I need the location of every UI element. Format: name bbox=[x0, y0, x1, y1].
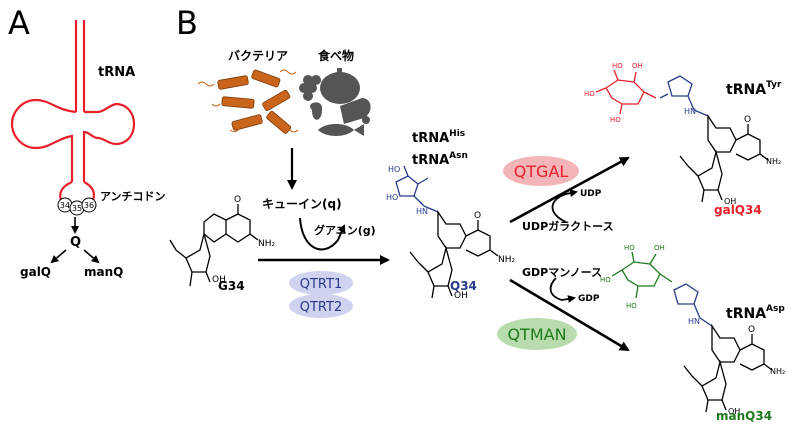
qtman-badge bbox=[497, 318, 577, 350]
man-ho-1: HO bbox=[624, 244, 635, 252]
galq34-label: galQ34 bbox=[714, 203, 762, 217]
galq34-structure bbox=[595, 69, 769, 203]
anticodon-circles: 34 35 36 bbox=[57, 197, 97, 216]
man-nh2: NH₂ bbox=[770, 367, 785, 376]
trna-asp-label: tRNAAsp bbox=[726, 304, 785, 322]
galq-label: galQ bbox=[20, 265, 51, 279]
g34-oxygen: O bbox=[234, 195, 241, 205]
anticodon-label: アンチコドン bbox=[100, 190, 166, 203]
guanine-label: グアニン(g) bbox=[314, 223, 376, 237]
queuine-exchange-curve bbox=[299, 217, 346, 251]
g34-nh2: NH₂ bbox=[258, 239, 276, 249]
man-ho-2: HO bbox=[600, 276, 611, 284]
udp-gal-curve bbox=[551, 189, 578, 223]
trna-cloverleaf bbox=[10, 20, 136, 206]
q34-ho-1: HO bbox=[388, 165, 400, 174]
gal-oxygen: O bbox=[744, 115, 751, 125]
g34-label: G34 bbox=[218, 279, 245, 293]
qtrt1-badge bbox=[289, 271, 353, 295]
qtgal-badge bbox=[503, 156, 579, 186]
arrow-to-manq bbox=[83, 249, 100, 264]
trna-his-label: tRNAHis bbox=[412, 129, 465, 146]
bacteria-label: バクテリア bbox=[228, 49, 288, 63]
queuine-label: キューイン(q) bbox=[262, 197, 342, 211]
manq34-label: manQ34 bbox=[716, 409, 772, 423]
q34-structure bbox=[395, 165, 499, 299]
gal-hn: HN bbox=[684, 107, 696, 116]
udp-galactose-label: UDPガラクトース bbox=[522, 219, 614, 233]
man-ho-3: HO bbox=[626, 302, 637, 310]
food-label: 食べ物 bbox=[317, 48, 354, 63]
q34-nh2: NH₂ bbox=[498, 255, 516, 265]
gdp-man-curve bbox=[549, 277, 576, 303]
g34-structure bbox=[169, 204, 259, 287]
trna-tyr-label: tRNATyr bbox=[726, 80, 782, 98]
trna-label: tRNA bbox=[98, 65, 135, 80]
udp-label: UDP bbox=[580, 189, 602, 199]
arrow-to-manq34 bbox=[509, 278, 630, 352]
arrow-to-galq bbox=[50, 249, 67, 264]
qtrt2-label: QTRT2 bbox=[300, 300, 342, 315]
bacteria-flagella bbox=[197, 69, 299, 133]
position-35: 35 bbox=[72, 204, 82, 213]
man-oh: OH bbox=[654, 244, 665, 252]
qtgal-label: QTGAL bbox=[514, 162, 569, 181]
position-34: 34 bbox=[60, 201, 70, 210]
gal-ho-3: HO bbox=[610, 116, 621, 124]
food-icon bbox=[299, 68, 371, 136]
q34-oxygen: O bbox=[474, 211, 481, 221]
panel-label-b: B bbox=[176, 4, 198, 42]
qtman-label: QTMAN bbox=[507, 325, 566, 344]
gal-oh: OH bbox=[632, 62, 643, 70]
qtrt2-badge bbox=[289, 294, 353, 318]
q34-label: Q34 bbox=[450, 279, 477, 293]
man-hn: HN bbox=[688, 317, 700, 326]
gdp-label: GDP bbox=[578, 294, 600, 304]
gdp-mannose-label: GDPマンノース bbox=[522, 266, 602, 279]
q-label: Q bbox=[70, 235, 81, 250]
q34-ho-2: HO bbox=[386, 193, 398, 202]
bacteria-icon bbox=[217, 69, 292, 134]
manq-label: manQ bbox=[84, 265, 123, 279]
man-oh-2: OH bbox=[728, 407, 740, 416]
gal-ho-1: HO bbox=[612, 62, 623, 70]
trna-asn-label: tRNAAsn bbox=[412, 151, 468, 168]
gal-nh2: NH₂ bbox=[766, 157, 781, 166]
q34-oh: OH bbox=[454, 291, 468, 301]
manq34-structure bbox=[611, 251, 773, 413]
man-oxygen: O bbox=[748, 325, 755, 335]
gal-ho-2: HO bbox=[584, 90, 595, 98]
q34-hn: HN bbox=[416, 207, 428, 216]
panel-label-a: A bbox=[8, 4, 30, 42]
qtrt1-label: QTRT1 bbox=[300, 277, 342, 292]
arrow-to-galq34 bbox=[509, 156, 630, 224]
g34-oh: OH bbox=[212, 275, 226, 285]
position-36: 36 bbox=[84, 201, 94, 210]
gal-oh-2: OH bbox=[724, 197, 736, 206]
